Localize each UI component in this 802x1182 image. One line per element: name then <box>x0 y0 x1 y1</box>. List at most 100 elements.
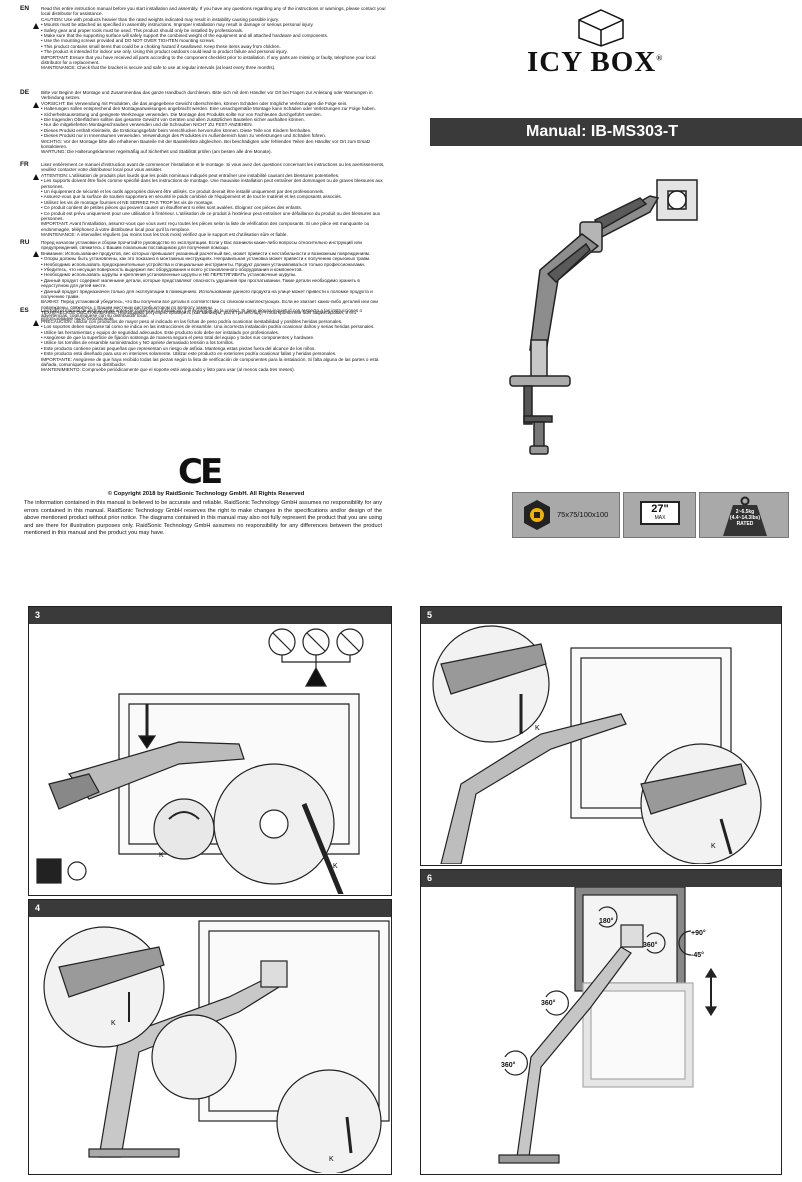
step-6-panel: 6 180° 360° 360° <box>420 869 782 1175</box>
screen-size-value: 27" <box>651 503 669 515</box>
step-4-diagram: K K <box>43 920 390 1173</box>
step-number: 3 <box>29 607 391 624</box>
text-line: • Dieses Produkt enthält Kleinteile, die… <box>41 127 312 133</box>
text-line: • Ce produit est prévu uniquement pour u… <box>41 210 381 222</box>
text-line: • Опоры должны быть установлены, как это… <box>41 256 371 262</box>
label-k: K <box>333 863 338 870</box>
text-line: ATTENTION: L'utilisation de produits plu… <box>41 172 340 178</box>
monitor-icon: 27" MAX <box>640 501 680 525</box>
warning-icon <box>33 102 39 108</box>
text-line: • Asegúrese de que la superficie de fija… <box>41 335 315 341</box>
step-3-diagram: K K <box>36 628 364 894</box>
step-5-diagram: K K <box>432 625 762 864</box>
weight-range-lbs: (4.4~14.3lbs) <box>729 515 761 521</box>
text-line: IMPORTANT: Ensure that you have received… <box>41 54 376 66</box>
brand-mark: ® <box>656 53 664 63</box>
label-k: K <box>329 1156 334 1163</box>
text-line: • Safety gear and proper tools must be u… <box>41 27 244 33</box>
lang-code: FR <box>20 161 29 168</box>
vesa-icon <box>524 500 550 530</box>
text-line: • Un équipement de sécurité et les outil… <box>41 189 325 195</box>
copyright: © Copyright 2018 by RaidSonic Technology… <box>107 491 305 497</box>
brand-logo: ICY BOX® <box>527 46 663 79</box>
text-line: • Dieses Produkt nur in Innenräumen verw… <box>41 133 327 139</box>
step-number: 5 <box>421 607 781 624</box>
step-number: 4 <box>29 900 391 917</box>
text-line: VORSICHT: Bei Verwendung mit Produkten, … <box>41 100 348 106</box>
section-text: Lisez entièrement ce manuel d'instructio… <box>41 162 388 238</box>
text-line: • Make sure that the supporting surface … <box>41 33 329 39</box>
text-line: • Los soportes deben sujetarse tal como … <box>41 324 375 330</box>
text-line: MANTENIMIENTO: Compruebe periódicamente … <box>41 367 295 373</box>
no-power-tools-icon <box>268 628 364 668</box>
text-line: Перед началом установки и сборки прочита… <box>41 240 362 251</box>
rotation-360-label: 360° <box>501 1061 516 1069</box>
lang-code: DE <box>20 89 30 96</box>
text-line: • Utilice los tornillos de ensamble sumi… <box>41 340 235 346</box>
step-number: 6 <box>421 870 781 887</box>
text-line: WARTUNG: Die Halterungsklammer regelmäßi… <box>41 149 272 155</box>
text-line: • Nur die mitgelieferten Montageschraube… <box>41 122 253 128</box>
lang-code: RU <box>20 239 30 246</box>
warning-icon <box>33 251 39 257</box>
section-text: Lea todo el manual de instrucciones ante… <box>41 308 388 373</box>
text-line: • Mounts must be attached as specified i… <box>41 22 314 28</box>
text-line: ВАЖНО: Перед установкой убедитесь, что В… <box>41 299 378 310</box>
lang-code: EN <box>20 5 30 12</box>
brand-cube-logo <box>578 9 624 47</box>
text-line: • Данный продукт предназначен только для… <box>41 288 373 300</box>
warning-icon <box>304 666 328 687</box>
text-line: • The product is intended for indoor use… <box>41 49 288 55</box>
text-line: Lisez entièrement ce manuel d'instructio… <box>41 162 385 173</box>
section-es: ES Lea todo el manual de instrucciones a… <box>20 307 388 373</box>
text-line: • Данный продукт содержит маленькие дета… <box>41 277 360 289</box>
text-line: • Halterungen sollen entsprechend den Mo… <box>41 106 376 112</box>
weight-rated: RATED <box>736 521 754 527</box>
text-line: MAINTENANCE: Check that the bracket is s… <box>41 65 276 71</box>
text-line: IMPORTANTE: Asegúrese de que haya recibi… <box>41 356 379 368</box>
warning-icon <box>33 174 39 180</box>
text-line: • Необходимо использовать предохранитель… <box>41 261 365 267</box>
section-de: DE Bitte vor Beginn der Montage und Zusa… <box>20 89 388 155</box>
text-line: CAUTION: Use with products heavier than … <box>41 16 280 22</box>
label-k: K <box>711 843 716 850</box>
text-line: • Utilice las herramientas y equipo de s… <box>41 329 280 335</box>
text-line: • Les supports doivent être fixés comme … <box>41 178 383 189</box>
text-line: • Assurez-vous que la surface de soutien… <box>41 194 342 200</box>
text-line: • This product contains small items that… <box>41 43 281 49</box>
label-k: K <box>159 852 164 859</box>
text-line: • Sicherheitsausrüstung und geeignete We… <box>41 111 322 117</box>
rotation-360-label: 360° <box>541 999 556 1007</box>
brand-name: ICY BOX <box>527 46 657 78</box>
label-k: K <box>535 725 540 732</box>
rotation-180-label: 180° <box>599 917 614 925</box>
text-line: PRECAUCIÓN: utilizar con productos de ma… <box>41 318 343 324</box>
text-line: ТЕХНИЧЕСКОЕ ОБСЛУЖИВАНИЕ: Необходимо рег… <box>41 310 357 321</box>
section-en: EN Read this entire instruction manual b… <box>20 5 388 71</box>
text-line: Lea todo el manual de instrucciones ante… <box>41 308 362 319</box>
text-line: • Необходимо использовать шурупы и крепл… <box>41 272 297 278</box>
vesa-spec-value: 75x75/100x100 <box>557 510 609 519</box>
section-text: Перед началом установки и сборки прочита… <box>41 240 388 321</box>
text-line: MAINTENANCE: A intervalles réguliers (au… <box>41 232 288 238</box>
ce-mark: CE <box>178 452 223 492</box>
text-line: • Utilisez les vis de montage fournies e… <box>41 199 214 205</box>
step-5-panel: 5 K K <box>420 606 782 866</box>
step-3-panel: 3 <box>28 606 392 896</box>
vesa-spec-badge: 75x75/100x100 <box>512 492 620 538</box>
disclaimer: The information contained in this manual… <box>24 500 382 537</box>
warning-icon <box>33 320 39 326</box>
text-line: • Este producto está diseñado para uso e… <box>41 351 337 357</box>
weight-badge: 2~6.5kg (4.4~14.3lbs) RATED <box>699 492 789 538</box>
tilt-up-label: +90° <box>691 929 706 937</box>
manual-title-banner: Manual: IB-MS303-T <box>430 118 802 146</box>
warning-icon <box>33 23 39 29</box>
step-6-diagram: 180° 360° 360° 360° +90° -45° <box>498 887 718 1164</box>
text-line: Bitte vor Beginn der Montage und Zusamme… <box>41 90 373 101</box>
section-fr: FR Lisez entièrement ce manuel d'instruc… <box>20 161 388 238</box>
tilt-down-label: -45° <box>691 951 704 959</box>
screen-size-suffix: MAX <box>654 515 666 521</box>
text-line: Read this entire instruction manual befo… <box>41 6 386 17</box>
step-4-panel: 4 K K <box>28 899 392 1175</box>
text-line: • Die tragenden Oberflächen sollten das … <box>41 117 305 123</box>
